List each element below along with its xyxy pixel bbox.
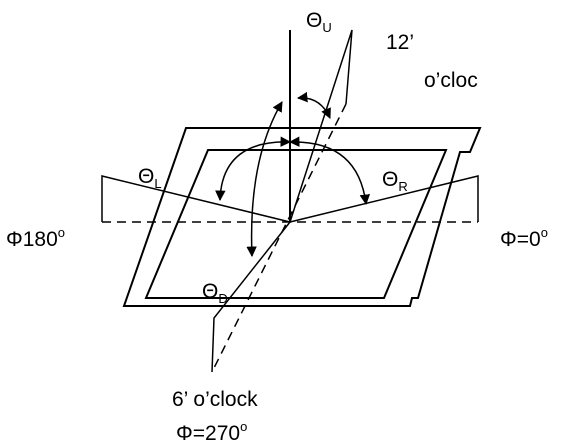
vertical-plane-upper	[289, 29, 353, 223]
horizontal-plane-right-wing	[289, 175, 479, 223]
vertical-axis-dashed	[211, 103, 347, 373]
theta-l-label: ΘL	[138, 165, 162, 191]
phi-0-label: Φ=0o	[500, 225, 548, 251]
panel-inner-display	[144, 149, 448, 299]
phi-270-label: Φ=270o	[176, 419, 247, 445]
horizontal-plane-left-wing	[101, 175, 291, 223]
theta-d-arc	[246, 101, 283, 258]
six-oclock-label: 6’ o’clock	[172, 388, 258, 411]
theta-d-label: ΘD	[202, 280, 228, 306]
theta-u-arc	[296, 91, 331, 119]
twelve-oclock-label-line1: 12’	[386, 31, 414, 54]
phi-180-label: Φ180o	[6, 225, 65, 251]
twelve-oclock-label-line2: o’cloc	[424, 69, 478, 92]
panel-outer-frame	[122, 127, 482, 307]
theta-r-label: ΘR	[382, 168, 408, 194]
theta-horizontal-arc-right	[288, 136, 371, 206]
theta-u-label: ΘU	[306, 9, 332, 35]
